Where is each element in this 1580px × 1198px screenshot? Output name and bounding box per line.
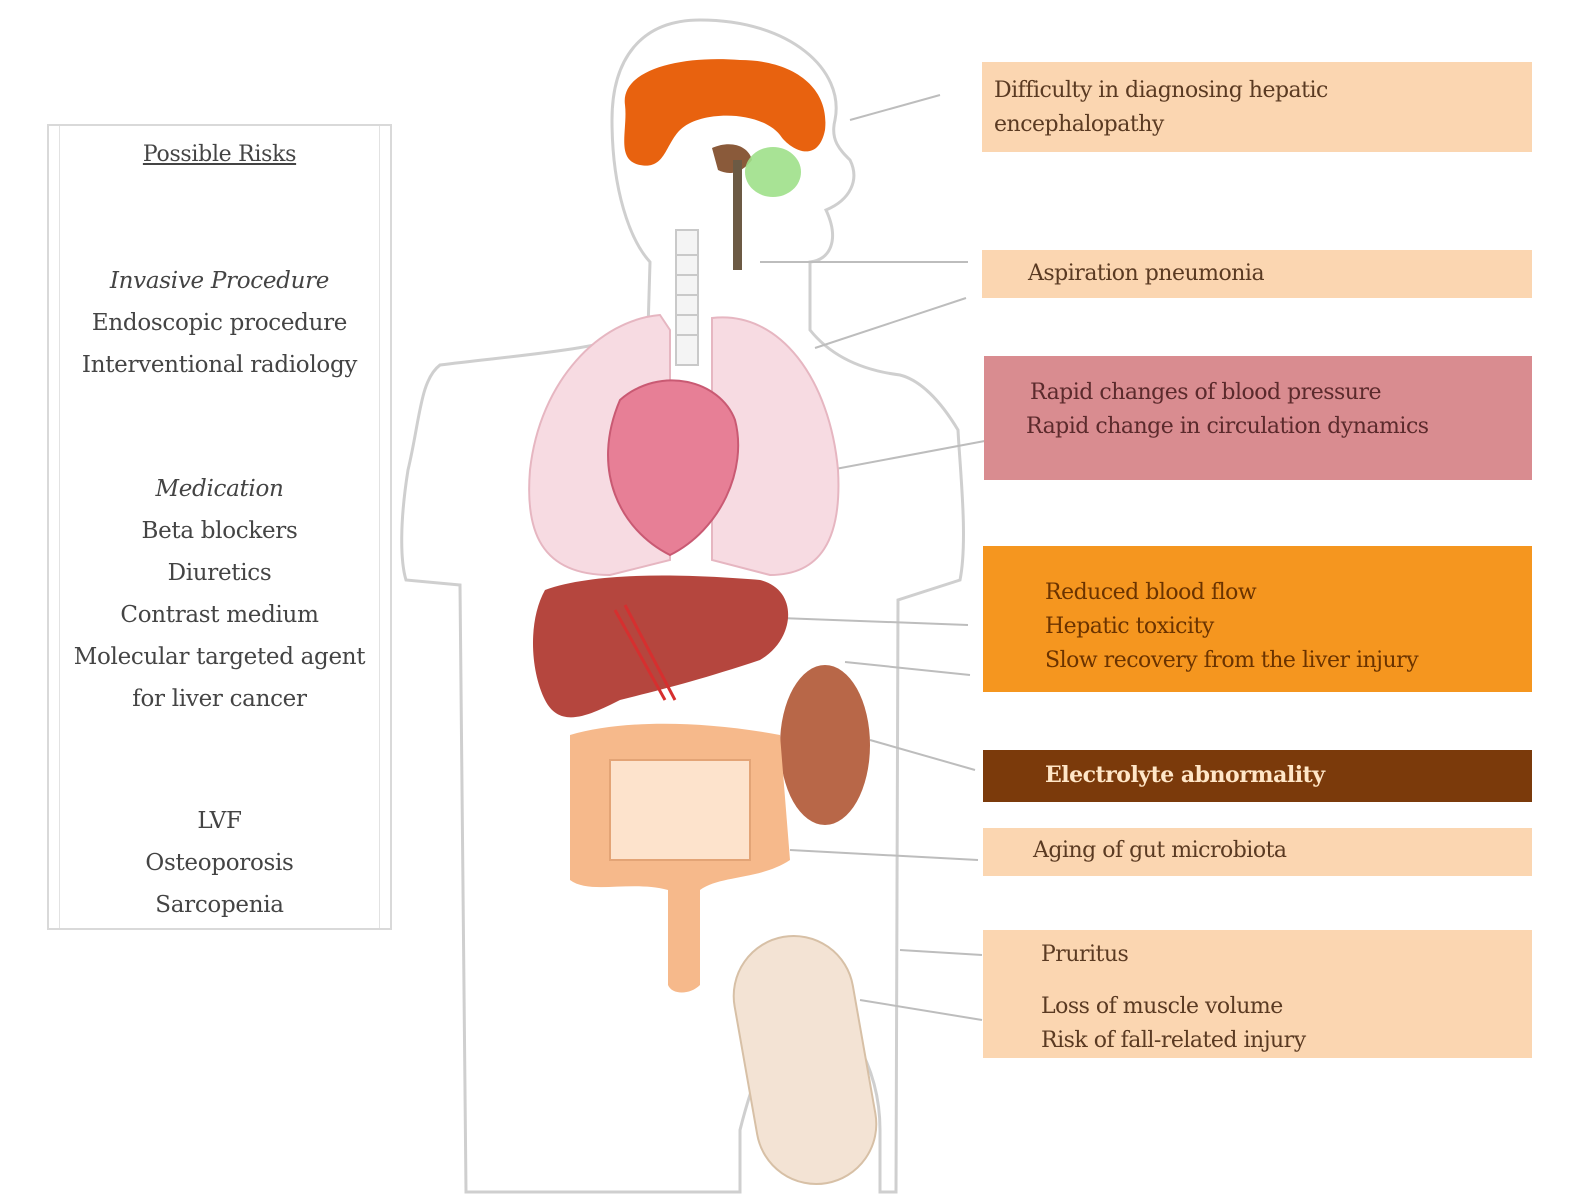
group-heading: Invasive Procedure bbox=[49, 268, 390, 294]
box-line: Aspiration pneumonia bbox=[1028, 257, 1532, 291]
box-line: Rapid change in circulation dynamics bbox=[1026, 410, 1532, 444]
group-item: for liver cancer bbox=[49, 686, 390, 712]
risk-box-gut: Aging of gut microbiota bbox=[983, 828, 1532, 876]
box-line: Rapid changes of blood pressure bbox=[1030, 376, 1532, 410]
risk-box-airway: Aspiration pneumonia bbox=[982, 250, 1532, 298]
risk-box-liver: Reduced blood flow Hepatic toxicity Slow… bbox=[983, 546, 1532, 692]
group-item: Contrast medium bbox=[49, 602, 390, 628]
box-line: Slow recovery from the liver injury bbox=[1045, 644, 1532, 678]
group-item: Osteoporosis bbox=[49, 850, 390, 876]
box-line: Reduced blood flow bbox=[1045, 576, 1532, 610]
risk-box-kidney: Electrolyte abnormality bbox=[983, 750, 1532, 802]
eye-shape bbox=[745, 147, 801, 197]
trachea-shape bbox=[676, 230, 698, 365]
group-item: Molecular targeted agent bbox=[49, 644, 390, 670]
box-line: encephalopathy bbox=[994, 108, 1532, 142]
box-line: Hepatic toxicity bbox=[1045, 610, 1532, 644]
group-item: Beta blockers bbox=[49, 518, 390, 544]
group-heading: Medication bbox=[49, 476, 390, 502]
box-line: Electrolyte abnormality bbox=[1045, 758, 1532, 792]
risk-box-muscle: Pruritus Loss of muscle volume Risk of f… bbox=[983, 930, 1532, 1058]
risk-box-brain: Difficulty in diagnosing hepatic encepha… bbox=[982, 62, 1532, 152]
box-line: Loss of muscle volume bbox=[1041, 990, 1532, 1024]
risk-box-circulation: Rapid changes of blood pressure Rapid ch… bbox=[984, 356, 1532, 480]
kidney-shape bbox=[780, 665, 870, 825]
group-item: Interventional radiology bbox=[49, 352, 390, 378]
possible-risks-panel: Possible Risks Invasive Procedure Endosc… bbox=[47, 124, 392, 930]
box-line: Risk of fall-related injury bbox=[1041, 1024, 1532, 1058]
box-line: Aging of gut microbiota bbox=[1033, 834, 1532, 868]
group-item: Sarcopenia bbox=[49, 892, 390, 918]
group-item: Endoscopic procedure bbox=[49, 310, 390, 336]
panel-title: Possible Risks bbox=[49, 142, 390, 167]
group-item: Diuretics bbox=[49, 560, 390, 586]
box-line: Difficulty in diagnosing hepatic bbox=[994, 74, 1532, 108]
group-heading: LVF bbox=[49, 808, 390, 834]
spinal-cord bbox=[733, 160, 742, 270]
box-line: Pruritus bbox=[1041, 938, 1532, 972]
